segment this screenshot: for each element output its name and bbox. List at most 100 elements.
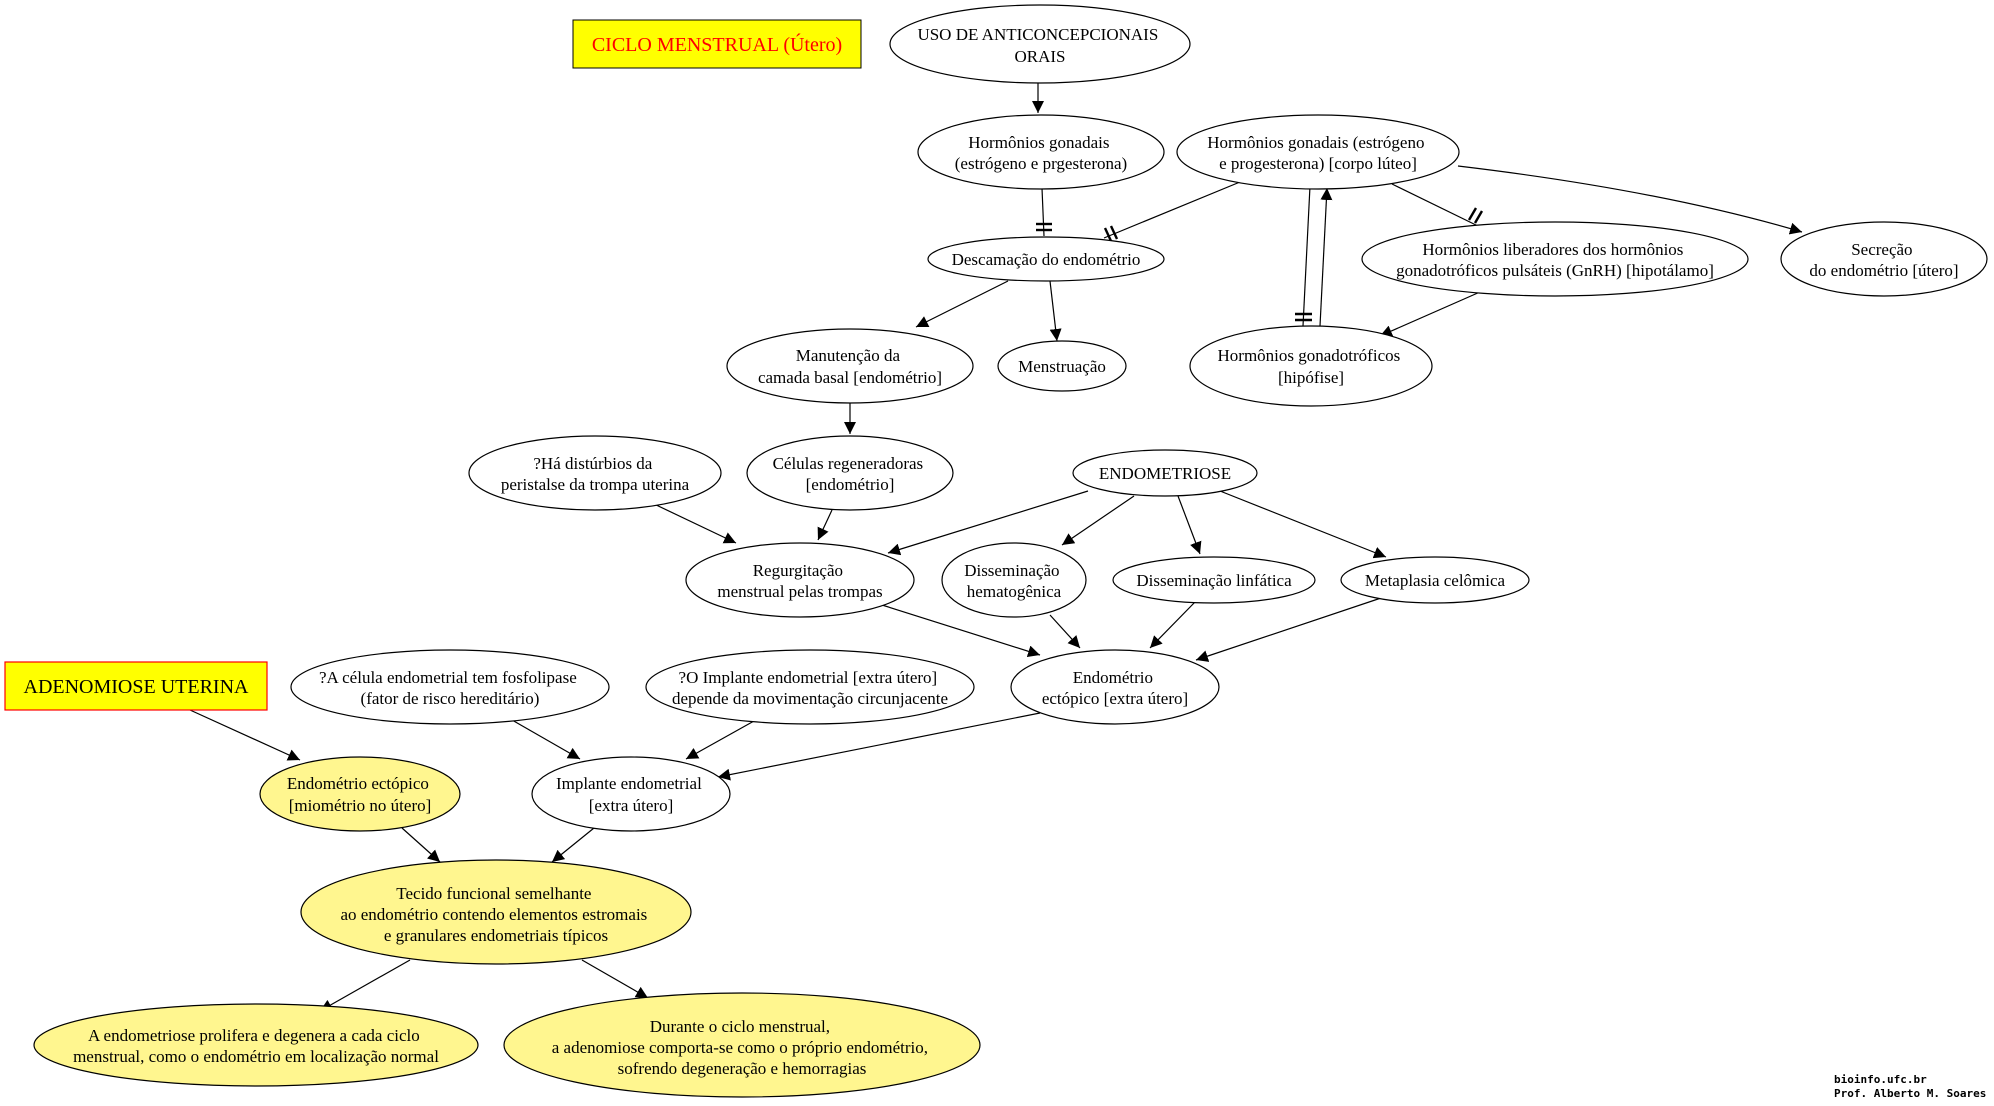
node-movimentacao: ?O Implante endometrial [extra útero] de…: [645, 649, 975, 725]
credits: bioinfo.ufc.br Prof. Alberto M. Soares: [1834, 1073, 1986, 1100]
svg-text:ENDOMETRIOSE: ENDOMETRIOSE: [1099, 464, 1231, 483]
node-durante: Durante o ciclo menstrual, a adenomiose …: [503, 992, 981, 1098]
node-label-line: Durante o ciclo menstrual,: [650, 1017, 830, 1036]
edge-descamacao-to-manutencao: [915, 280, 1009, 328]
node-label-line: depende da movimentação circunjacente: [672, 689, 948, 708]
node-label-line: USO DE ANTICONCEPCIONAIS: [917, 25, 1158, 44]
svg-text:Disseminação hematogênic: Disseminação hematogênica: [964, 561, 1064, 601]
svg-text:?O Implante endometrial [extra: ?O Implante endometrial [extra útero] de…: [672, 668, 948, 708]
edge-movimentacao-to-implante: [685, 720, 755, 760]
node-label-line: e granulares endometriais típicos: [384, 926, 608, 945]
node-label-line: gonadotróficos pulsáteis (GnRH) [hipotál…: [1396, 261, 1714, 280]
node-regurgitacao: Regurgitação menstrual pelas trompas: [685, 542, 915, 618]
node-label-line: Hormônios gonadais (estrógeno: [1207, 133, 1424, 152]
svg-text:Endométrio ectópico [ext: Endométrio ectópico [extra útero]: [1042, 668, 1188, 708]
node-label-line: Células regeneradoras: [773, 454, 924, 473]
node-fosfolipase: ?A célula endometrial tem fosfolipase (f…: [290, 649, 610, 725]
node-label-line: Secreção: [1851, 240, 1912, 259]
edge-disturbios-to-regurgitacao: [651, 502, 737, 544]
title-ciclo-label: CICLO MENSTRUAL (Útero): [592, 32, 842, 56]
edge-descamacao-to-menstruacao: [1049, 280, 1062, 342]
edge-gonadais-inhibits-descamacao: [1041, 187, 1045, 237]
svg-text:?Há distúrbios da perist: ?Há distúrbios da peristalse da trompa u…: [501, 454, 690, 494]
svg-text:Hormônios gonadais (estrógeno: Hormônios gonadais (estrógeno e progeste…: [1207, 133, 1428, 173]
edge-celulas-to-regurgitacao: [817, 509, 833, 541]
node-hematogenica: Disseminação hematogênica: [941, 542, 1087, 618]
edge-endometriose-to-metaplasia: [1219, 490, 1387, 559]
node-label-line: ectópico [extra útero]: [1042, 689, 1188, 708]
node-label-line: hematogênica: [967, 582, 1062, 601]
credit-site: bioinfo.ufc.br: [1834, 1073, 1927, 1086]
node-label-line: menstrual pelas trompas: [717, 582, 882, 601]
edge-ectopico-to-implante: [717, 712, 1041, 781]
node-label-line: Hormônios gonadotróficos: [1218, 346, 1401, 365]
svg-text:Metaplasia celômica: Metaplasia celômica: [1365, 571, 1506, 590]
node-hormonios-corpo-luteo: Hormônios gonadais (estrógeno e progeste…: [1176, 114, 1460, 190]
svg-text:Secreção do endométrio [: Secreção do endométrio [útero]: [1809, 240, 1958, 280]
node-label-line: e progesterona) [corpo lúteo]: [1219, 154, 1417, 173]
node-label-line: menstrual, como o endométrio em localiza…: [73, 1047, 439, 1066]
svg-text:USO DE ANTICONCEPCIONAIS: USO DE ANTICONCEPCIONAIS ORAIS: [917, 25, 1162, 66]
node-linfatica: Disseminação linfática: [1112, 556, 1316, 604]
edge-linfatica-to-ectopico: [1149, 600, 1197, 649]
node-label-line: Hormônios liberadores dos hormônios: [1422, 240, 1683, 259]
svg-text:Hormônios gonadais (estr: Hormônios gonadais (estrógeno e prgester…: [955, 133, 1127, 173]
node-menstruacao: Menstruação: [997, 340, 1127, 392]
node-label-line: (fator de risco hereditário): [361, 689, 540, 708]
node-endometriose: ENDOMETRIOSE: [1072, 449, 1258, 497]
node-label-line: ?Há distúrbios da: [533, 454, 652, 473]
edge-tecido-to-durante: [581, 959, 649, 999]
svg-text:Tecido funcional semelhante: Tecido funcional semelhante ao endométri…: [340, 884, 651, 945]
node-label-line: Regurgitação: [753, 561, 843, 580]
edge-ectopico-miometrio-to-tecido: [401, 827, 441, 863]
edge-metaplasia-to-ectopico: [1195, 596, 1385, 662]
node-label-line: [extra útero]: [589, 796, 673, 815]
node-liberadores: Hormônios liberadores dos hormônios gona…: [1361, 221, 1749, 297]
edge-regurgitacao-to-ectopico: [881, 604, 1041, 658]
node-label-line: [hipófise]: [1278, 368, 1344, 387]
title-ciclo-menstrual: CICLO MENSTRUAL (Útero): [572, 19, 862, 69]
edges: [189, 83, 1803, 1012]
node-label-line: (estrógeno e prgesterona): [955, 154, 1127, 173]
svg-text:A endometriose prolifera e deg: A endometriose prolifera e degenera a ca…: [73, 1026, 439, 1066]
edge-fosfolipase-to-implante: [511, 719, 581, 760]
node-anticoncepcionais: USO DE ANTICONCEPCIONAIS ORAIS: [889, 4, 1191, 84]
node-celulas: Células regeneradoras [endométrio]: [746, 435, 954, 511]
svg-text:Manutenção da camada bas: Manutenção da camada basal [endométrio]: [758, 346, 942, 387]
node-label-line: Disseminação: [964, 561, 1059, 580]
edge-endometriose-to-regurgitacao: [887, 490, 1089, 556]
svg-text:Menstruação: Menstruação: [1018, 357, 1106, 376]
edge-endometriose-to-hematogenica: [1061, 495, 1135, 546]
node-label-line: Disseminação linfática: [1136, 571, 1292, 590]
node-disturbios: ?Há distúrbios da peristalse da trompa u…: [468, 435, 722, 511]
node-label-line: Endométrio ectópico: [287, 774, 429, 793]
node-prolifera: A endometriose prolifera e degenera a ca…: [33, 1003, 479, 1087]
svg-text:Células regeneradoras [e: Células regeneradoras [endométrio]: [773, 454, 928, 494]
svg-text:Disseminação linfática: Disseminação linfática: [1136, 571, 1292, 590]
credit-author: Prof. Alberto M. Soares: [1834, 1087, 1986, 1100]
inhibition-tick: [1103, 227, 1113, 242]
edge-tecido-to-prolifera: [319, 959, 411, 1012]
edge-corpo-luteo-inhibits-liberadores: [1391, 183, 1479, 227]
inhibition-tick: [1467, 207, 1478, 221]
inhibition-tick: [1473, 210, 1484, 224]
edge-corpo-luteo-inhibits-descamacao: [1103, 181, 1241, 239]
node-manutencao: Manutenção da camada basal [endométrio]: [726, 328, 974, 404]
node-label-line: ?O Implante endometrial [extra útero]: [679, 668, 938, 687]
node-label-line: ao endométrio contendo elementos estroma…: [340, 905, 647, 924]
svg-text:Endométrio ectópico [mio: Endométrio ectópico [miométrio no útero]: [287, 774, 433, 815]
title-adenomiose-label: ADENOMIOSE UTERINA: [24, 676, 250, 698]
node-label-line: [endométrio]: [806, 475, 895, 494]
node-label-line: ORAIS: [1014, 47, 1065, 66]
node-gonadotroficos: Hormônios gonadotróficos [hipófise]: [1189, 325, 1433, 407]
node-descamacao: Descamação do endométrio: [927, 236, 1165, 282]
node-label-line: a adenomiose comporta-se como o próprio …: [552, 1038, 928, 1057]
node-label-line: [miométrio no útero]: [289, 796, 432, 815]
node-label-line: camada basal [endométrio]: [758, 368, 942, 387]
node-label-line: Endométrio: [1073, 668, 1153, 687]
svg-text:Implante endometrial [ex: Implante endometrial [extra útero]: [556, 774, 706, 815]
node-label-line: ?A célula endometrial tem fosfolipase: [319, 668, 577, 687]
inhibition-tick: [1109, 225, 1119, 240]
svg-text:Durante o ciclo menstrual,: Durante o ciclo menstrual, a adenomiose …: [552, 1017, 933, 1078]
